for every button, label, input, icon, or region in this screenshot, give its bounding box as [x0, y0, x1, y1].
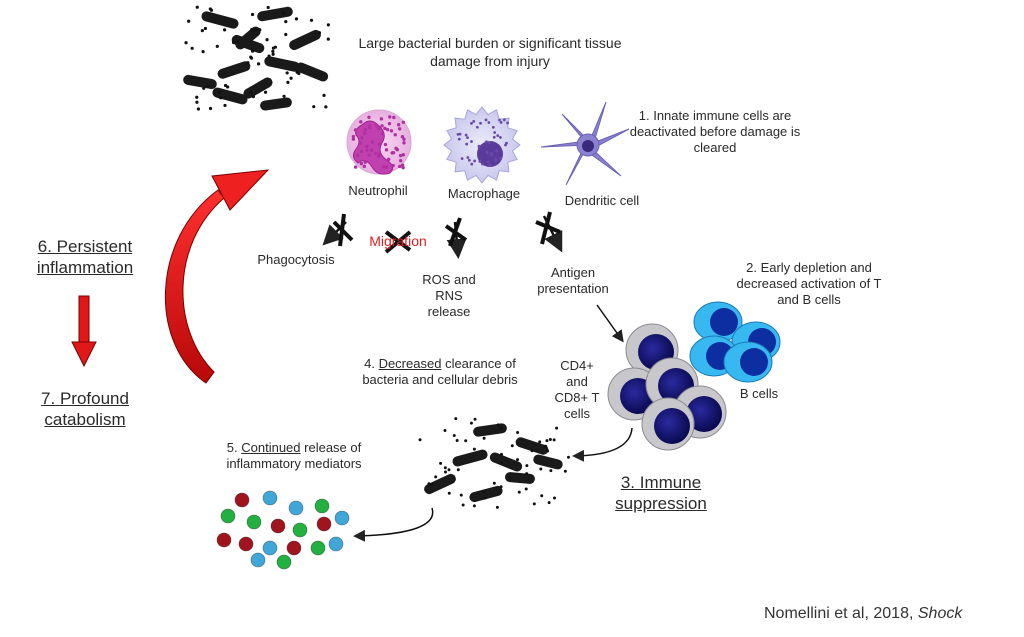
- bacterium-rod: [533, 454, 563, 470]
- bacterium-rod: [515, 437, 549, 455]
- neutrophil-cell: [346, 109, 412, 175]
- mediator-particle: [286, 540, 302, 556]
- step5-underlined: Continued: [241, 440, 301, 455]
- mediator-particle: [238, 536, 254, 552]
- b-cells-label: B cells: [739, 386, 779, 401]
- red-cycle-arrow: [164, 169, 270, 384]
- step5-number: 5.: [226, 440, 238, 455]
- bacterium-rod: [469, 485, 503, 503]
- mediator-particle: [292, 522, 308, 538]
- mediator-particle: [220, 508, 236, 524]
- mediator-particle: [216, 532, 232, 548]
- bacteria-to-mediators-arrow: [353, 507, 434, 542]
- step6-label: 6. Persistent inflammation: [36, 237, 134, 277]
- b-cells-cluster: [689, 301, 781, 383]
- migration-label: Migration: [369, 233, 427, 249]
- bacterium-rod: [217, 61, 251, 79]
- step4-label: 4. Decreased clearance of bacteria and c…: [360, 356, 520, 388]
- t-cells-label: CD4+ and CD8+ T cells: [554, 358, 600, 421]
- neutrophil-label: Neutrophil: [348, 183, 408, 198]
- mediator-particle: [310, 540, 326, 556]
- tcell-to-bacteria-arrow: [572, 427, 633, 462]
- mediator-particle: [270, 518, 286, 534]
- step5-label: 5. Continued release of inflammatory med…: [216, 440, 372, 472]
- bacterium-rod: [264, 56, 300, 72]
- bacterium-rod: [295, 62, 329, 82]
- bacterial-burden-label: Large bacterial burden or significant ti…: [358, 35, 622, 69]
- mediator-particle: [262, 540, 278, 556]
- bacterium-rod: [257, 6, 293, 22]
- macrophage-cell: [443, 106, 521, 184]
- step1-label: 1. Innate immune cells are deactivated b…: [629, 108, 801, 155]
- bacterium-rod: [473, 423, 507, 437]
- mediator-particle: [276, 554, 292, 570]
- step4-rest: clearance of bacteria and cellular debri…: [362, 356, 518, 387]
- bacterium-rod: [452, 449, 488, 467]
- citation-journal: Shock: [917, 605, 963, 622]
- step2-label: 2. Early depletion and decreased activat…: [736, 260, 882, 307]
- bacterium-rod: [201, 11, 239, 29]
- blocked-phagocytosis-arrow: [322, 213, 354, 247]
- blocked-ros-arrow: [444, 217, 468, 259]
- step5-rest: release of inflammatory mediators: [226, 440, 362, 471]
- macrophage-label: Macrophage: [447, 186, 521, 201]
- mediator-particle: [328, 536, 344, 552]
- step4-underlined: Decreased: [378, 356, 442, 371]
- step4-number: 4.: [364, 356, 375, 371]
- red-down-arrow: [71, 295, 97, 368]
- bacterium-rod: [489, 452, 523, 472]
- mediator-particle: [314, 498, 330, 514]
- bacterium-rod: [289, 29, 321, 51]
- bacterium-rod: [235, 26, 261, 50]
- bacterium-rod: [183, 74, 217, 90]
- bacteria-cluster-top: [183, 5, 330, 111]
- mediator-particle: [316, 516, 332, 532]
- mediator-particle: [334, 510, 350, 526]
- mediator-particle: [234, 492, 250, 508]
- step7-label: 7. Profound catabolism: [41, 389, 129, 429]
- blocked-migration-mark: [384, 230, 412, 254]
- phagocytosis-label: Phagocytosis: [257, 252, 335, 267]
- t-cells-cluster: [607, 323, 727, 451]
- mediator-particle: [246, 514, 262, 530]
- dendritic-cell: [540, 101, 630, 186]
- blocked-antigen-arrow: [535, 211, 563, 253]
- step3-label: 3. Immune suppression: [615, 473, 707, 513]
- citation: Nomellini et al, 2018, Shock: [764, 605, 962, 623]
- dendritic-cell-label: Dendritic cell: [564, 193, 640, 208]
- inflammatory-mediators: [216, 490, 350, 570]
- citation-authors: Nomellini et al, 2018,: [764, 605, 914, 622]
- bacterium-rod: [505, 472, 535, 484]
- bacteria-cluster-middle: [418, 417, 570, 509]
- bacterium-rod: [212, 87, 248, 105]
- mediator-particle: [288, 500, 304, 516]
- ros-rns-label: ROS and RNS release: [422, 272, 476, 319]
- bacterium-rod: [424, 473, 456, 495]
- antigen-presentation-label: Antigen presentation: [537, 265, 609, 296]
- mediator-particle: [250, 552, 266, 568]
- bacterium-rod: [260, 97, 292, 111]
- antigen-to-tcell-arrow: [596, 304, 624, 343]
- mediator-particle: [262, 490, 278, 506]
